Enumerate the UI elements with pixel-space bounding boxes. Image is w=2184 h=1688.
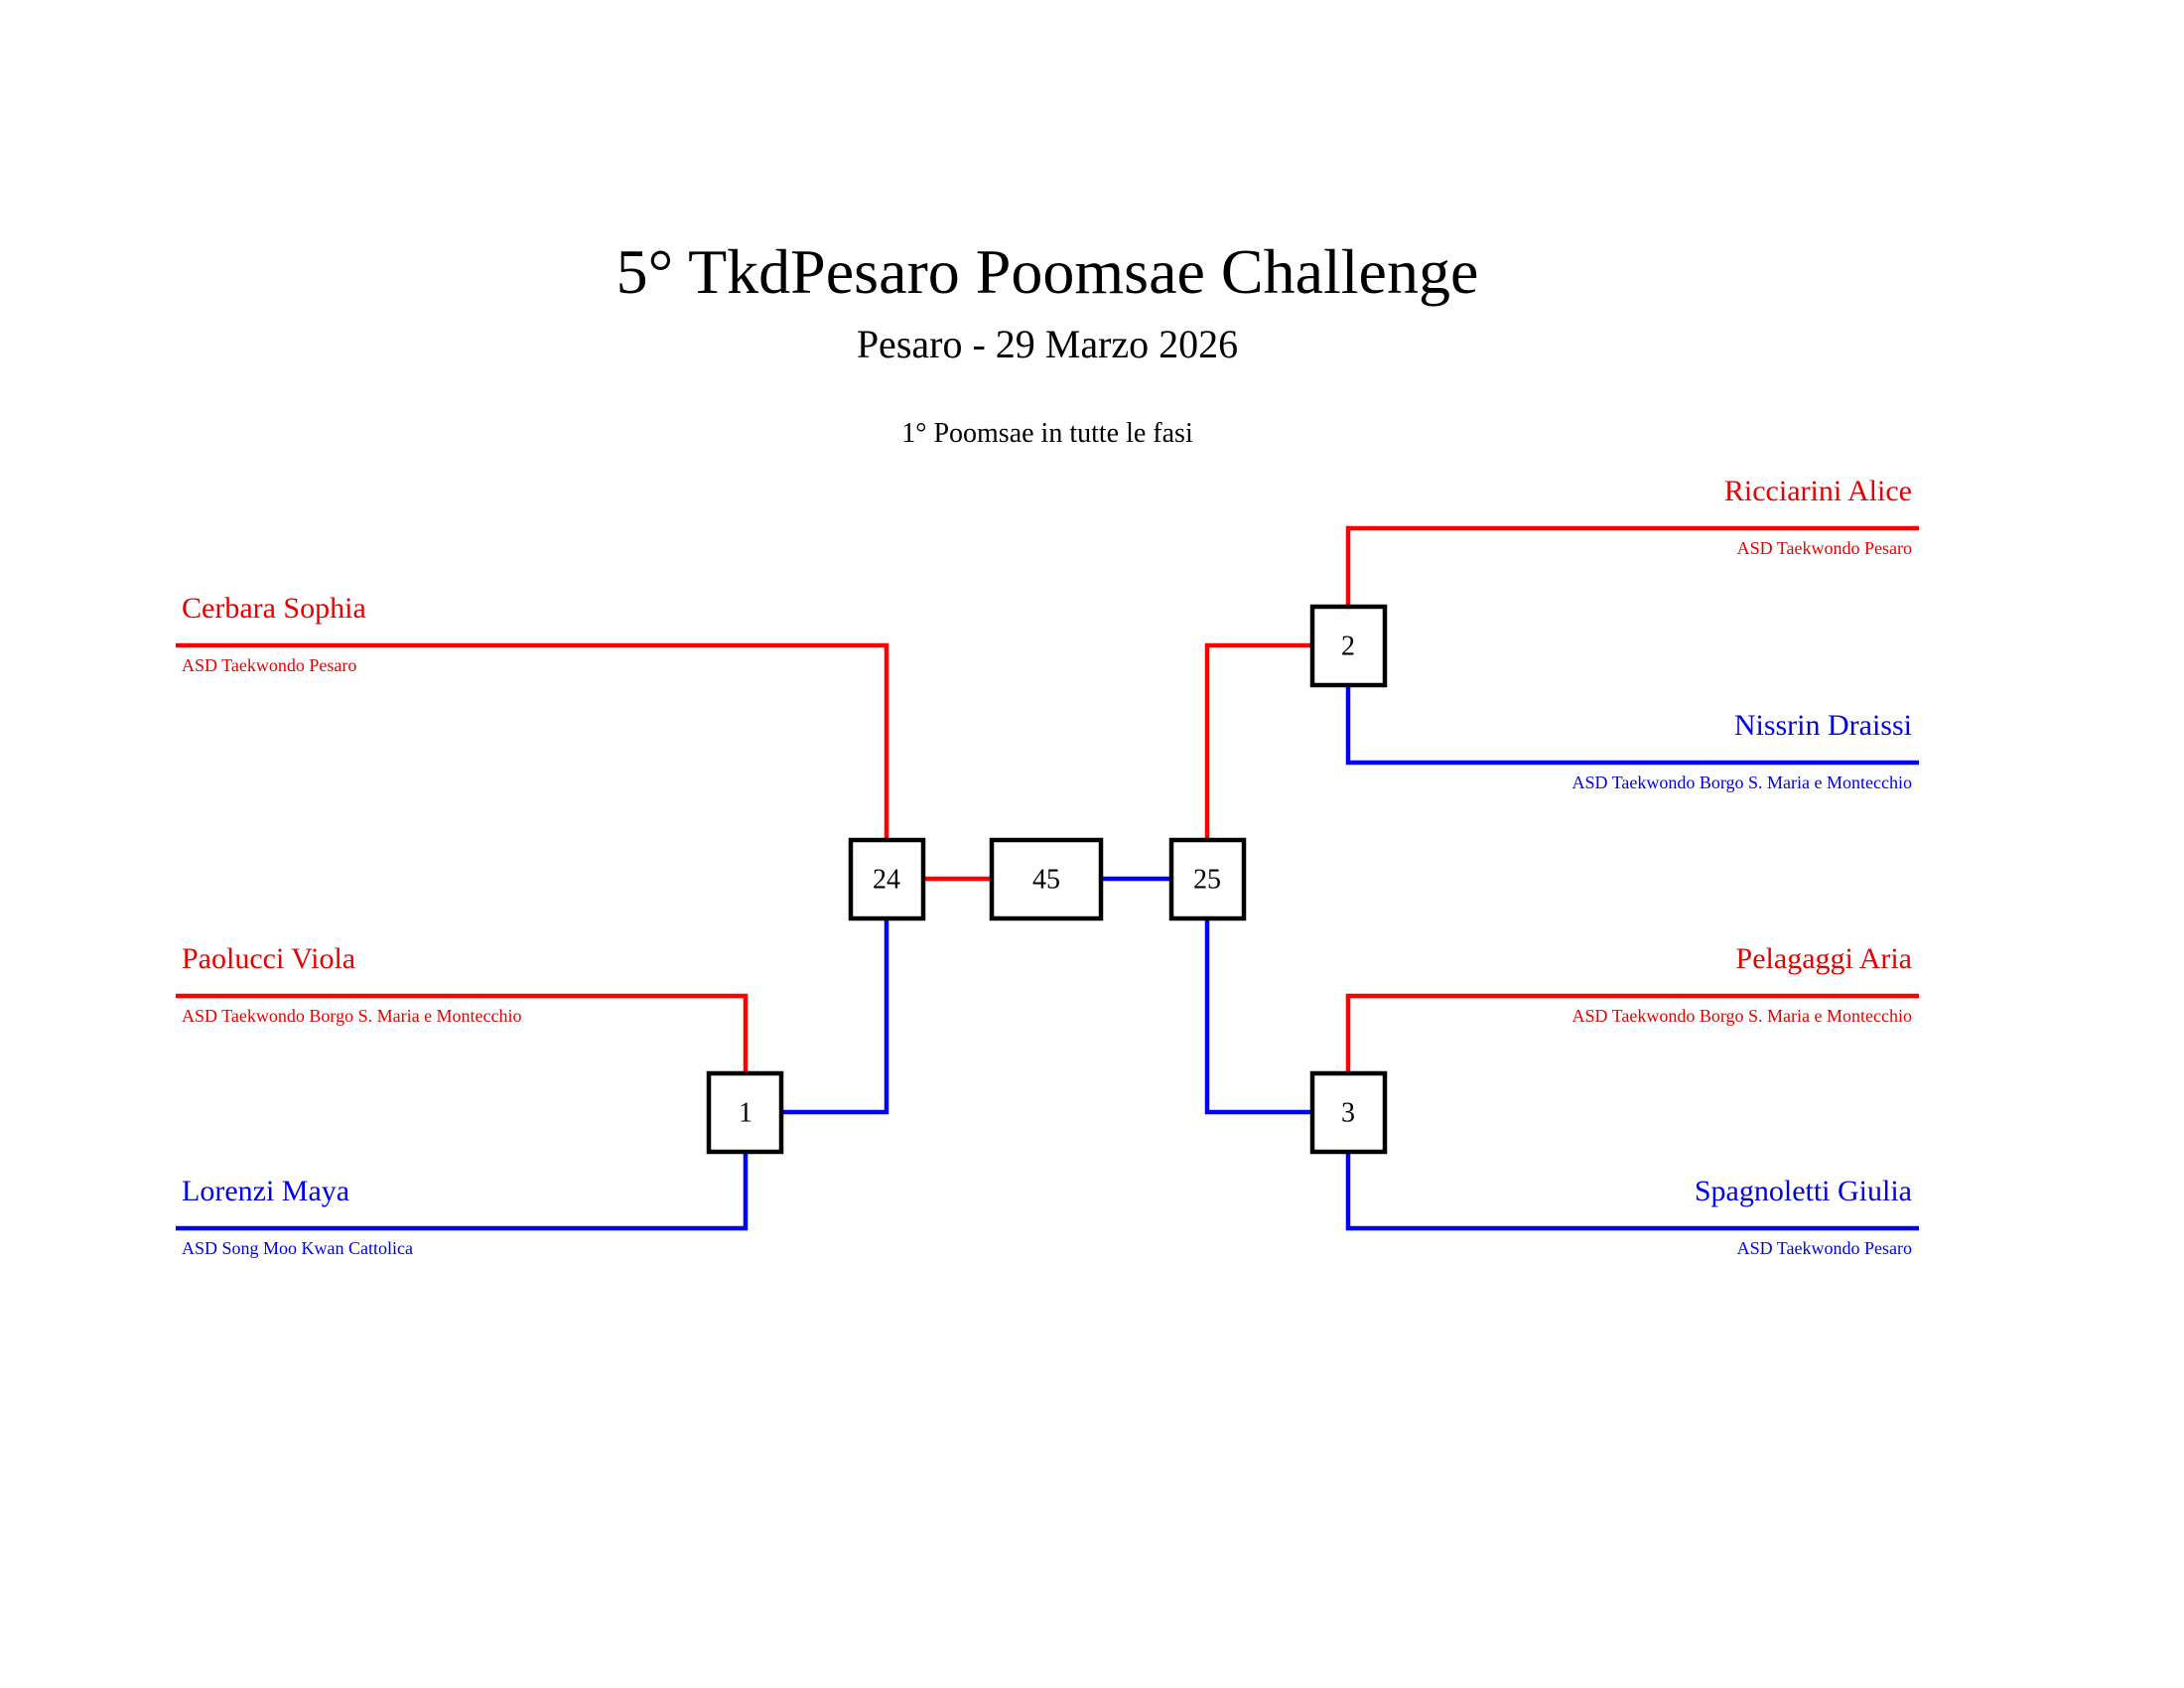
poomsae-note: 1° Poomsae in tutte le fasi	[901, 418, 1193, 449]
athlete-club: ASD Taekwondo Pesaro	[1737, 1238, 1912, 1258]
match-box-24: 24	[848, 837, 926, 921]
athlete-name: Pelagaggi Aria	[1736, 942, 1912, 975]
athlete-club: ASD Taekwondo Borgo S. Maria e Montecchi…	[1571, 773, 1912, 792]
line-cerbara	[176, 642, 889, 839]
match-number: 2	[1341, 632, 1355, 662]
line-spagnoletti	[1345, 1153, 1919, 1231]
line-lorenzi	[176, 1153, 749, 1231]
match-box-2: 2	[1309, 604, 1388, 688]
athlete-name: Ricciarini Alice	[1724, 475, 1912, 507]
page-title: 5° TkdPesaro Poomsae Challenge	[616, 236, 1479, 307]
athlete-name: Cerbara Sophia	[182, 592, 366, 625]
line-nissrin	[1345, 686, 1919, 766]
line-ricciarini	[1345, 525, 1919, 606]
match-number: 3	[1341, 1098, 1355, 1129]
athlete-name: Lorenzi Maya	[182, 1175, 349, 1207]
line-pelagaggi	[1345, 993, 1919, 1072]
match-number: 25	[1193, 865, 1221, 896]
athlete-name: Spagnoletti Giulia	[1695, 1175, 1912, 1207]
match-box-1: 1	[706, 1070, 784, 1155]
match-number: 45	[1032, 865, 1060, 896]
match-box-25: 25	[1168, 837, 1247, 921]
athlete-club: ASD Taekwondo Pesaro	[1737, 538, 1912, 558]
athlete-name: Paolucci Viola	[182, 942, 355, 975]
match-number: 1	[739, 1098, 752, 1129]
page-subtitle: Pesaro - 29 Marzo 2026	[857, 322, 1238, 366]
athlete-club: ASD Taekwondo Borgo S. Maria e Montecchi…	[182, 1006, 522, 1026]
line-m3-to-m25	[1204, 919, 1311, 1115]
match-number: 24	[873, 865, 900, 896]
bracket-lines	[176, 525, 1919, 1231]
athlete-club: ASD Taekwondo Pesaro	[182, 655, 356, 675]
athlete-club: ASD Taekwondo Borgo S. Maria e Montecchi…	[1571, 1006, 1912, 1026]
line-m2-to-m25	[1204, 642, 1311, 839]
match-box-3: 3	[1309, 1070, 1388, 1155]
line-paolucci	[176, 993, 749, 1072]
line-m1-to-m24	[782, 919, 889, 1115]
athlete-club: ASD Song Moo Kwan Cattolica	[182, 1238, 413, 1258]
match-box-45: 45	[989, 837, 1104, 921]
athlete-name: Nissrin Draissi	[1734, 709, 1912, 742]
